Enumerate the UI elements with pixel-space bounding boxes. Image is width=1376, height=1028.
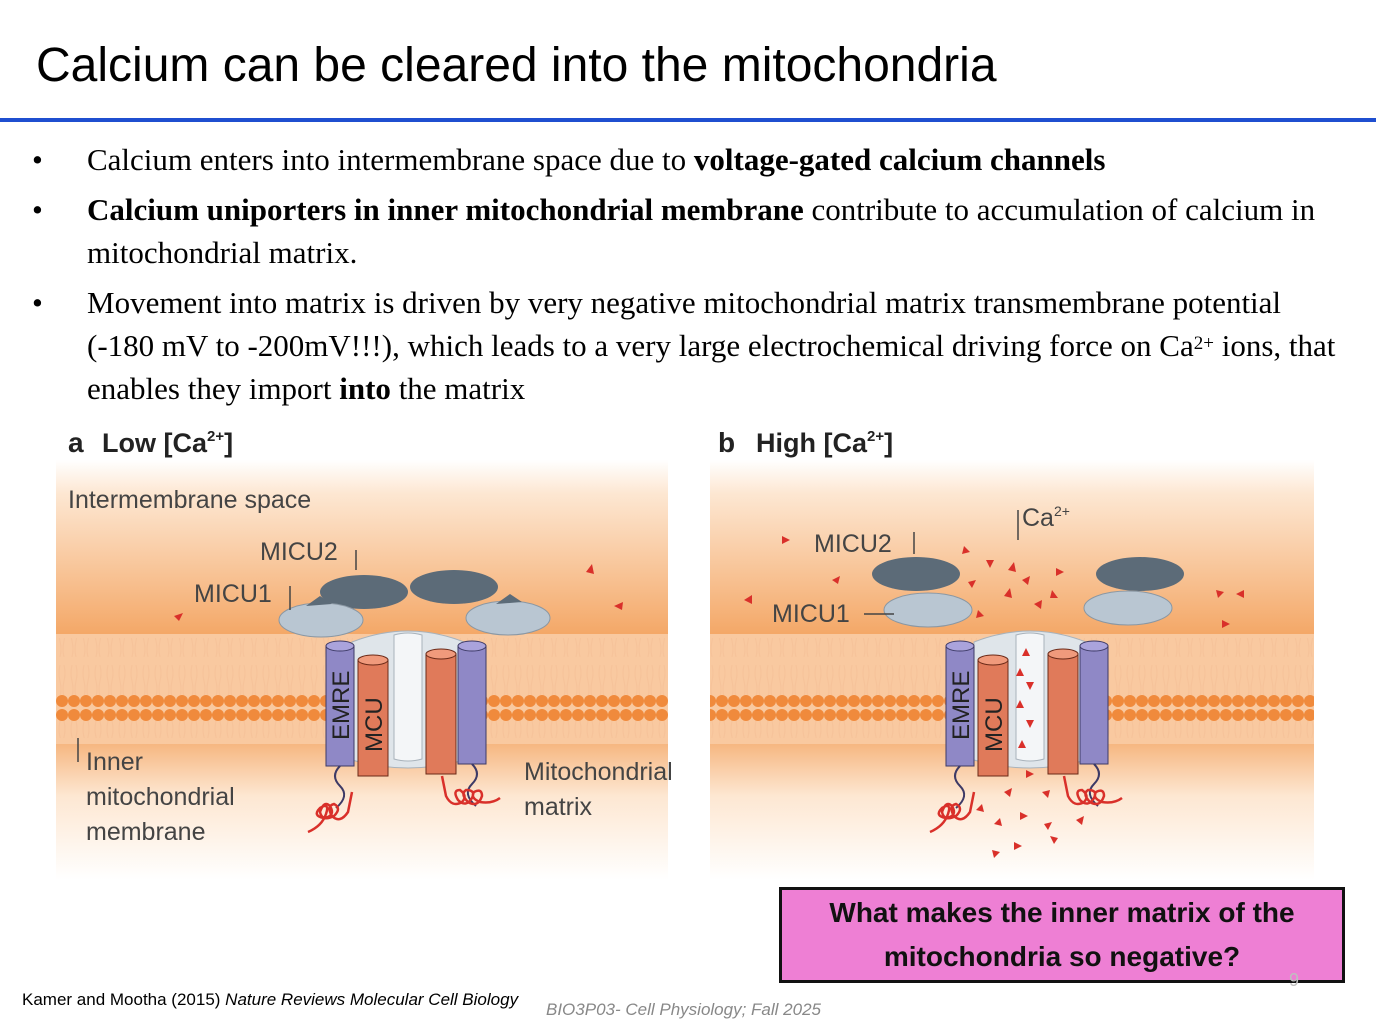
bullet-emphasis: into <box>339 371 391 406</box>
mcu-tail-left-b <box>929 791 976 834</box>
mcu-label-b: MCU <box>981 697 1008 752</box>
micu-complex <box>278 570 551 638</box>
citation: Kamer and Mootha (2015) Nature Reviews M… <box>22 990 519 1009</box>
bullet-marker: • <box>32 192 43 227</box>
micu2-label: MICU2 <box>260 538 338 566</box>
bullet-marker: • <box>32 142 43 177</box>
intermembrane-space-label: Intermembrane space <box>68 486 311 514</box>
micu1-label: MICU1 <box>194 580 272 608</box>
emre-subunit-b <box>945 640 975 809</box>
slide-title: Calcium can be cleared into the mitochon… <box>36 39 997 92</box>
panel-b-heading: High [Ca2+] <box>756 428 893 458</box>
page-number: 9 <box>1289 970 1300 990</box>
bullet-list: • Calcium enters into intermembrane space… <box>30 138 1350 417</box>
bullet-marker: • <box>32 285 43 320</box>
mcu-subunit-left <box>357 654 389 777</box>
course-footer: BIO3P03- Cell Physiology; Fall 2025 <box>546 1000 821 1019</box>
bullet-text: the matrix <box>390 371 526 406</box>
bullet-emphasis: Calcium uniporters in inner mitochondria… <box>87 192 804 227</box>
emre-subunit-right <box>457 640 487 807</box>
inner-membrane-label: Inner mitochondrial membrane <box>86 748 242 846</box>
mcu-subunit-right-b <box>1047 648 1079 775</box>
mcu-tail-left <box>307 791 354 834</box>
calcium-ions <box>174 564 623 621</box>
bullet-item: • Movement into matrix is driven by very … <box>30 281 1350 410</box>
emre-subunit <box>325 640 355 809</box>
bullet-text: ions, that enables they import <box>87 328 1336 406</box>
bullet-text: Calcium enters into intermembrane space … <box>87 142 694 177</box>
bullet-item: • Calcium uniporters in inner mitochondri… <box>30 188 1350 274</box>
mcu-tail-right-b <box>1062 775 1123 806</box>
mcu-label: MCU <box>361 697 388 752</box>
calcium-label: Ca2+ <box>1022 503 1070 532</box>
panel-b-letter: b <box>718 427 735 458</box>
mcu-tail-right <box>440 775 501 806</box>
panel-a-letter: a <box>68 427 84 458</box>
panel-a-heading: Low [Ca2+] <box>102 428 233 458</box>
micu2-label-b: MICU2 <box>814 530 892 558</box>
panel-b-high-calcium: b High [Ca2+] Ca2+ MICU2 MICU1 EMRE MCU <box>710 427 1314 880</box>
emre-label-b: EMRE <box>948 671 975 740</box>
micu-complex-open <box>872 557 1184 628</box>
micu1-label-b: MICU1 <box>772 600 850 628</box>
bullet-text: contribute to accumulation of calcium in… <box>87 192 1316 270</box>
question-box: What makes the inner matrix of the mitoc… <box>779 887 1345 983</box>
bullet-emphasis: voltage-gated calcium channels <box>693 142 1106 177</box>
mcu-subunit-left-b <box>977 654 1009 777</box>
mcu-subunit-right <box>425 648 457 775</box>
panel-a-low-calcium: a Low [Ca2+] Intermembrane space MICU2 M… <box>56 427 676 880</box>
emre-label: EMRE <box>328 671 355 740</box>
calcium-ions-b <box>744 536 1244 858</box>
title-rule <box>0 118 1376 122</box>
bullet-text: Movement into matrix is driven by very n… <box>87 285 1282 363</box>
bullet-text: 2+ <box>1193 333 1214 354</box>
mitochondrial-matrix-label: Mitochondrial matrix <box>524 758 676 821</box>
bullet-item: • Calcium enters into intermembrane space… <box>30 138 1350 181</box>
emre-subunit-right-b <box>1079 640 1109 807</box>
